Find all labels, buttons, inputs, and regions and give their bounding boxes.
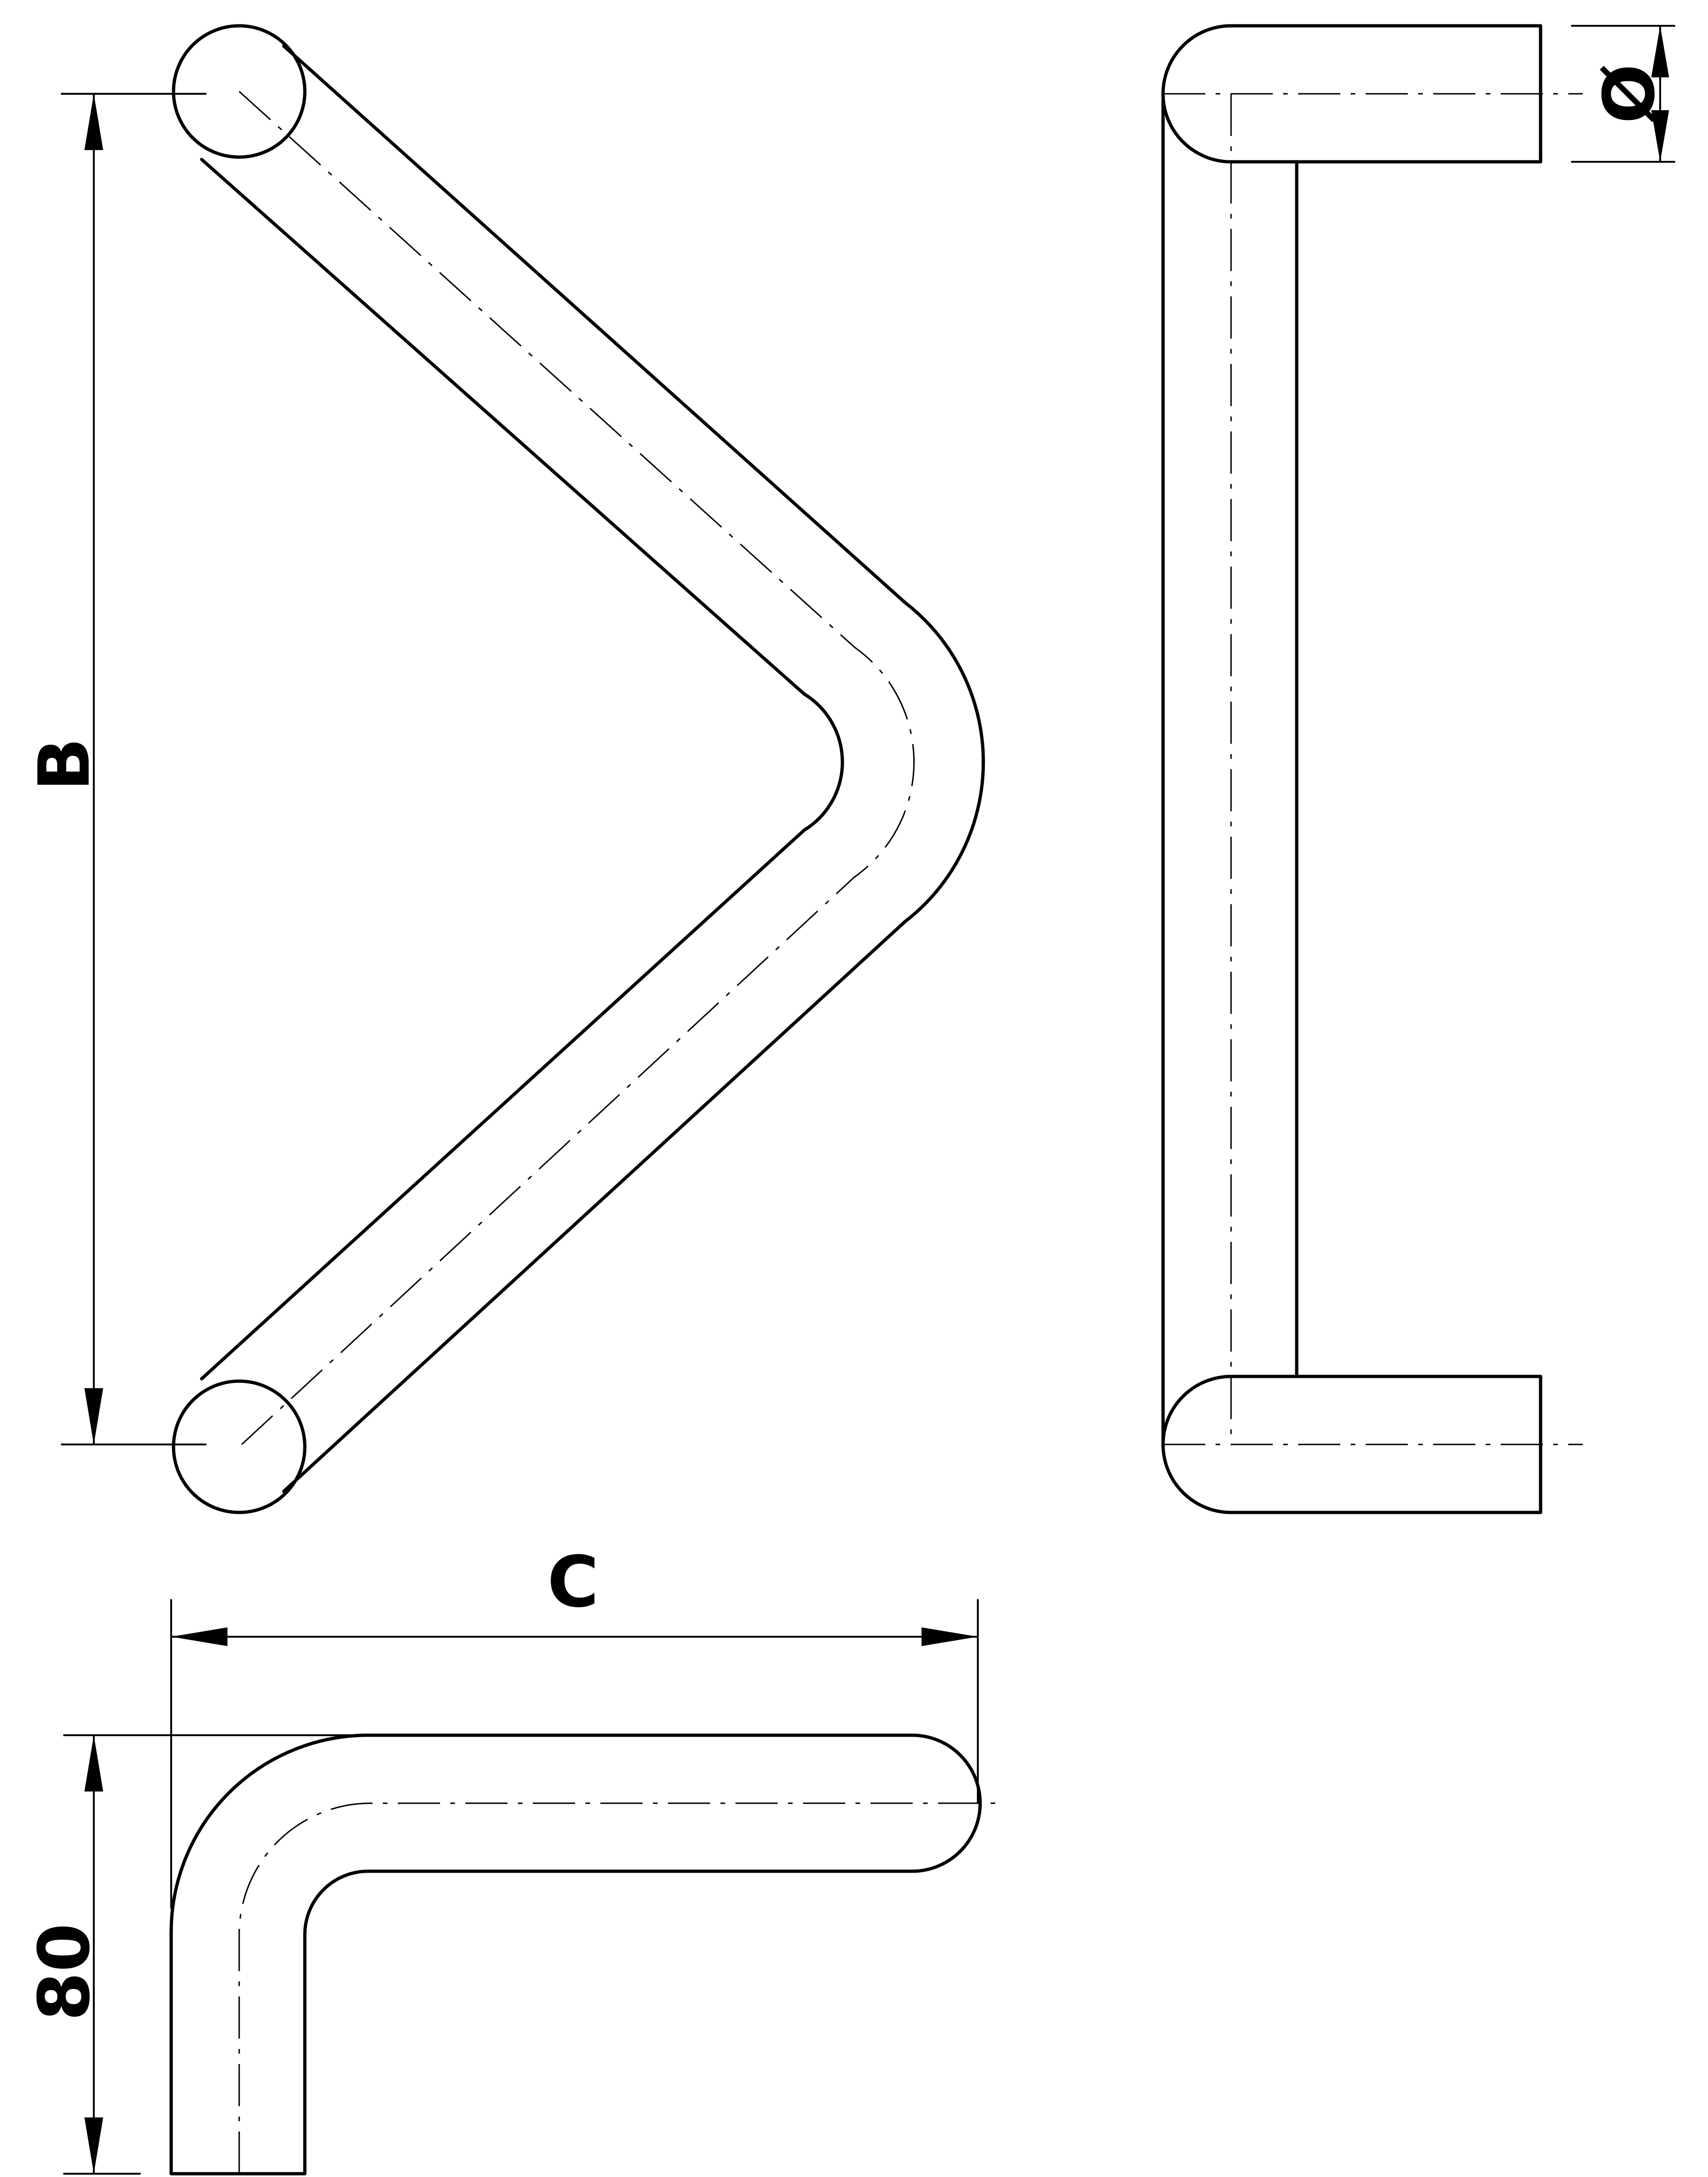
front-view (172, 24, 985, 1514)
dimension-b-bottom-arrow (84, 1388, 103, 1444)
dimension-b-label: B (24, 738, 106, 791)
dimension-80-bottom-arrow (84, 2117, 103, 2174)
dimension-diameter-label: Ø (1589, 64, 1670, 124)
dimension-80-top-arrow (84, 1735, 103, 1791)
top-view (169, 1733, 999, 2176)
top-view-centerline (238, 1802, 999, 2174)
top-view-outline (169, 1733, 982, 2176)
dimension-c: C (170, 1542, 979, 1909)
dimension-c-right-arrow (922, 1627, 978, 1646)
front-view-top-end-circle (172, 24, 307, 159)
dimension-diameter-top-arrow (1651, 26, 1669, 77)
dimension-diameter: Ø (1571, 25, 1675, 163)
dimension-c-left-arrow (171, 1627, 227, 1646)
dimension-diameter-bottom-arrow (1651, 110, 1669, 162)
dimension-b: B (24, 93, 206, 1445)
front-view-tube-outline (200, 44, 985, 1493)
side-view-outline (1161, 24, 1542, 1514)
side-view (1161, 24, 1583, 1514)
front-view-centerline (238, 91, 915, 1448)
dimension-b-top-arrow (84, 94, 103, 150)
dimension-c-label: C (547, 1542, 599, 1623)
front-view-bottom-end-circle (172, 1379, 307, 1514)
dimension-80-label: 80 (24, 1923, 106, 2021)
dimension-80: 80 (24, 1734, 368, 2175)
